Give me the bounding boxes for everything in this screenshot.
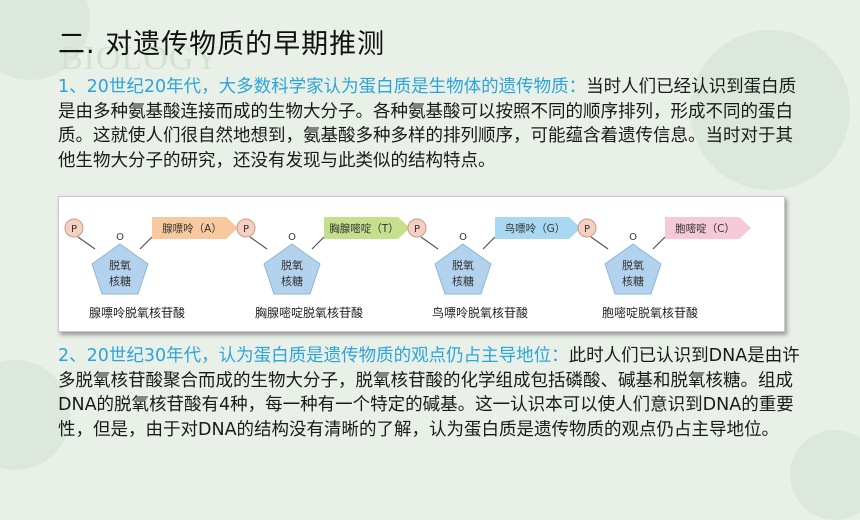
base-bond bbox=[139, 236, 153, 250]
oxygen-label: O bbox=[629, 232, 637, 243]
base-shape bbox=[324, 217, 410, 239]
paragraph-1-body: 当时人们已经认识到蛋白质是由多种氨基酸连接而成的生物大分子。各种氨基酸可以按照不… bbox=[58, 77, 797, 171]
deoxyribose-pentagon bbox=[434, 243, 492, 295]
decorative-circle bbox=[690, 30, 850, 190]
base-bond bbox=[482, 236, 496, 250]
nucleotide-figure: P O 脱氧核糖 腺嘌呤（A） 腺嘌呤脱氧核苷酸 P O 脱氧核糖 胸腺嘧啶（T） 胸腺嘧啶脱氧核… bbox=[58, 196, 785, 332]
phosphate-circle bbox=[407, 218, 427, 238]
phosphate-bond bbox=[77, 236, 96, 250]
phosphate-bond bbox=[249, 236, 268, 250]
sugar-label-line2: 核糖 bbox=[452, 274, 474, 288]
sugar-label-line2: 核糖 bbox=[109, 274, 131, 288]
base-bond bbox=[652, 236, 666, 250]
base-shape bbox=[152, 217, 238, 239]
nucleotide-unit: P O 脱氧核糖 胞嘧啶（C） 胞嘧啶脱氧核苷酸 bbox=[577, 217, 751, 320]
oxygen-label: O bbox=[288, 232, 296, 243]
base-shape bbox=[495, 217, 581, 239]
sugar-label-line1: 脱氧 bbox=[622, 258, 644, 272]
nucleotide-name: 鸟嘌呤脱氧核苷酸 bbox=[432, 305, 528, 320]
phosphate-label: P bbox=[584, 224, 590, 235]
phosphate-circle bbox=[236, 218, 256, 238]
sugar-label-line1: 脱氧 bbox=[281, 258, 303, 272]
phosphate-bond bbox=[590, 236, 609, 250]
base-shape bbox=[665, 217, 751, 239]
nucleotide-unit: P O 脱氧核糖 腺嘌呤（A） 腺嘌呤脱氧核苷酸 bbox=[64, 217, 238, 320]
paragraph-1-lead: 1、20世纪20年代，大多数科学家认为蛋白质是生物体的遗传物质： bbox=[58, 77, 587, 97]
nucleotide-unit: P O 脱氧核糖 胸腺嘧啶（T） 胸腺嘧啶脱氧核苷酸 bbox=[236, 217, 410, 320]
deoxyribose-pentagon bbox=[91, 243, 149, 295]
nucleotide-unit: P O 脱氧核糖 鸟嘌呤（G） 鸟嘌呤脱氧核苷酸 bbox=[407, 217, 581, 320]
sugar-label-line1: 脱氧 bbox=[452, 258, 474, 272]
paragraph-1: 1、20世纪20年代，大多数科学家认为蛋白质是生物体的遗传物质：当时人们已经认识… bbox=[58, 75, 803, 173]
phosphate-circle bbox=[64, 218, 84, 238]
sugar-label-line1: 脱氧 bbox=[109, 258, 131, 272]
phosphate-circle bbox=[577, 218, 597, 238]
sugar-label-line2: 核糖 bbox=[622, 274, 644, 288]
base-label: 胞嘧啶（C） bbox=[675, 222, 735, 235]
page-title: 二. 对遗传物质的早期推测 bbox=[58, 29, 386, 60]
phosphate-label: P bbox=[71, 224, 77, 235]
oxygen-label: O bbox=[459, 232, 467, 243]
decorative-circle bbox=[790, 430, 860, 520]
paragraph-2: 2、20世纪30年代，认为蛋白质是遗传物质的观点仍占主导地位：此时人们已认识到D… bbox=[58, 344, 803, 442]
deoxyribose-pentagon bbox=[263, 243, 321, 295]
nucleotide-name: 胸腺嘧啶脱氧核苷酸 bbox=[255, 305, 363, 320]
phosphate-bond bbox=[420, 236, 439, 250]
sugar-label-line2: 核糖 bbox=[281, 274, 303, 288]
phosphate-label: P bbox=[414, 224, 420, 235]
base-label: 鸟嘌呤（G） bbox=[505, 222, 566, 235]
paragraph-2-body: 此时人们已认识到DNA是由许多脱氧核苷酸聚合而成的生物大分子，脱氧核苷酸的化学组… bbox=[58, 346, 800, 440]
phosphate-label: P bbox=[243, 224, 249, 235]
nucleotide-name: 腺嘌呤脱氧核苷酸 bbox=[89, 305, 185, 320]
watermark: BIOLOGY bbox=[60, 40, 220, 77]
paragraph-2-lead: 2、20世纪30年代，认为蛋白质是遗传物质的观点仍占主导地位： bbox=[58, 346, 569, 366]
base-label: 胸腺嘧啶（T） bbox=[329, 222, 398, 235]
base-label: 腺嘌呤（A） bbox=[162, 222, 222, 235]
base-bond bbox=[311, 236, 325, 250]
deoxyribose-pentagon bbox=[604, 243, 662, 295]
nucleotide-diagram: P O 脱氧核糖 腺嘌呤（A） 腺嘌呤脱氧核苷酸 P O 脱氧核糖 胸腺嘧啶（T） 胸腺嘧啶脱氧核… bbox=[64, 217, 751, 320]
oxygen-label: O bbox=[116, 232, 124, 243]
nucleotide-name: 胞嘧啶脱氧核苷酸 bbox=[602, 305, 698, 320]
